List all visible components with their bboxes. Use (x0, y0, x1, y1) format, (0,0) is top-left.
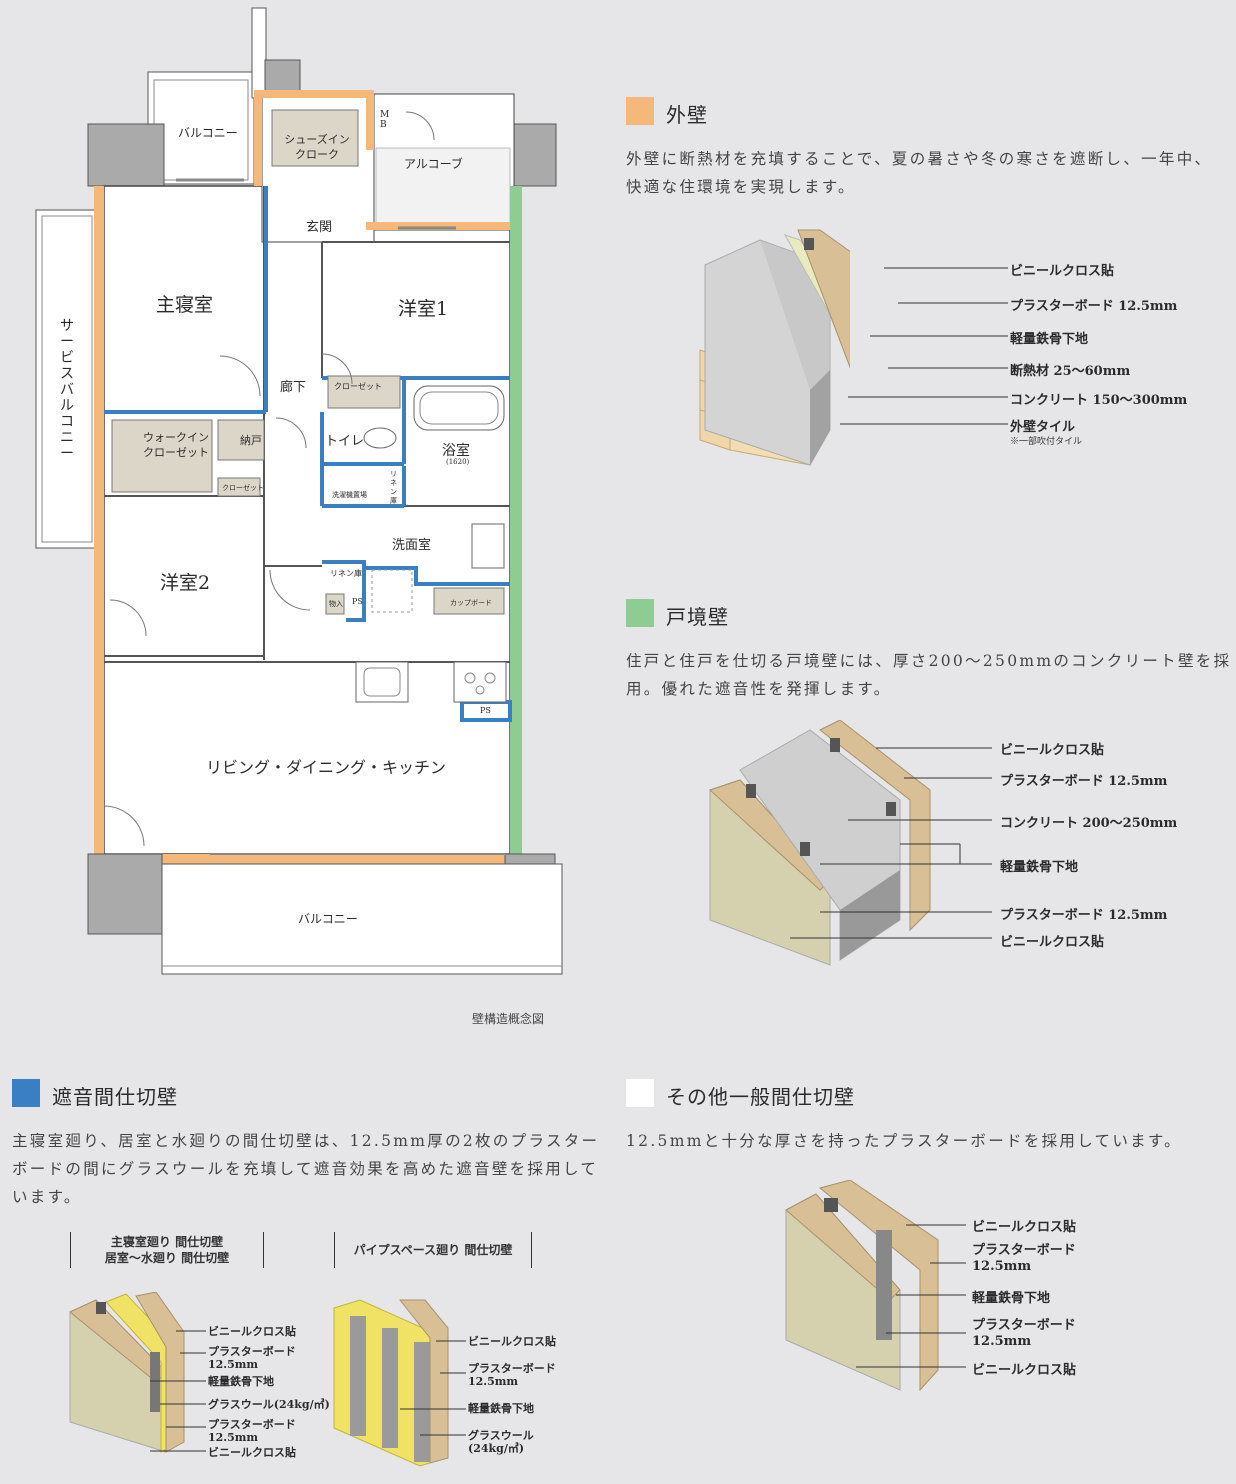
soundproof-a-label-1: ビニールクロス貼 (208, 1325, 296, 1338)
soundproof-body: 主寝室廻り、居室と水廻りの間仕切壁は、12.5mm厚の2枚のプラスターボードの間… (12, 1132, 600, 1206)
room-bathroom: 浴室 (442, 443, 470, 459)
exterior-label-3: 軽量鉄骨下地 (1010, 332, 1089, 347)
room-cupboard: カップボード (450, 599, 492, 607)
soundproof-a-title: 主寝室廻り 間仕切壁 居室〜水廻り 間仕切壁 (104, 1235, 230, 1265)
exterior-label-5: コンクリート 150〜300mm (1010, 393, 1188, 408)
room-bathroom-size: (1620) (446, 458, 470, 466)
general-label-2: プラスターボード 12.5mm (972, 1243, 1076, 1274)
soundproof-b-leaders (400, 1340, 466, 1436)
general-leaders (856, 1224, 966, 1368)
room-storage-small: 物入 (329, 600, 343, 608)
soundproof-b-title: パイプスペース廻り 間仕切壁 (353, 1243, 513, 1257)
room-closet-b: クローゼット (222, 484, 264, 492)
soundproof-swatch (12, 1079, 40, 1107)
general-label-3: 軽量鉄骨下地 (972, 1291, 1051, 1306)
boundary-label-5: プラスターボード 12.5mm (1000, 908, 1168, 923)
soundproof-a-title-box: 主寝室廻り 間仕切壁 居室〜水廻り 間仕切壁 (70, 1232, 264, 1268)
exterior-label-4: 断熱材 25〜60mm (1010, 364, 1131, 379)
exterior-swatch (626, 97, 654, 125)
room-ps-b: PS (480, 706, 491, 715)
room-service-balcony: サービスバルコニー (60, 318, 74, 462)
boundary-body: 住戸と住戸を仕切る戸境壁には、厚さ200〜250mmのコンクリート壁を採用。優れ… (626, 652, 1232, 698)
soundproof-a-label-4: グラスウール(24kg/㎥) (208, 1398, 330, 1411)
room-western-1: 洋室1 (398, 298, 449, 320)
exterior-body: 外壁に断熱材を充填することで、夏の暑さや冬の寒さを遮断し、一年中、快適な住環境を… (626, 150, 1213, 196)
room-ps-a: PS (352, 597, 363, 606)
soundproof-b-title-box: パイプスペース廻り 間仕切壁 (334, 1232, 532, 1268)
soundproof-b-label-2: プラスターボード 12.5mm (468, 1362, 556, 1388)
general-wall-diagram (785, 1180, 939, 1392)
soundproof-a-diagram (69, 1292, 185, 1453)
general-label-1: ビニールクロス貼 (972, 1220, 1077, 1235)
boundary-swatch (626, 599, 654, 627)
soundproof-a-label-3: 軽量鉄骨下地 (208, 1375, 274, 1388)
soundproof-a-leaders (150, 1330, 206, 1452)
room-balcony-top: バルコニー (178, 126, 238, 140)
soundproof-a-label-2: プラスターボード 12.5mm (208, 1345, 296, 1371)
soundproof-b-label-3: 軽量鉄骨下地 (468, 1402, 534, 1415)
boundary-label-4: 軽量鉄骨下地 (1000, 860, 1079, 875)
room-alcove: アルコーブ (404, 157, 463, 171)
boundary-leaders (790, 747, 992, 939)
room-master-bedroom: 主寝室 (156, 294, 214, 316)
room-shoes-in-closet: シューズイン クローク (284, 133, 350, 161)
exterior-label-2: プラスターボード 12.5mm (1010, 299, 1178, 314)
exterior-title: 外壁 (666, 103, 708, 127)
room-toilet: トイレ (325, 434, 365, 449)
general-label-4: プラスターボード 12.5mm (972, 1318, 1076, 1349)
room-entrance: 玄関 (306, 220, 333, 235)
exterior-label-1: ビニールクロス貼 (1010, 264, 1115, 279)
soundproof-b-label-4: グラスウール (24kg/㎥) (468, 1429, 534, 1455)
boundary-title: 戸境壁 (666, 605, 729, 629)
room-linen-a: リネン庫 (390, 470, 397, 505)
soundproof-b-label-1: ビニールクロス貼 (468, 1335, 556, 1348)
boundary-label-6: ビニールクロス貼 (1000, 935, 1105, 950)
exterior-note: ※一部吹付タイル (1010, 437, 1083, 447)
room-linen-b: リネン庫 (330, 569, 362, 578)
floorplan-caption: 壁構造概念図 (472, 1012, 545, 1026)
soundproof-title: 遮音間仕切壁 (52, 1085, 178, 1109)
room-storage: 納戸 (240, 434, 262, 447)
room-hallway: 廊下 (280, 380, 307, 395)
exterior-leaders (840, 267, 1008, 425)
general-body: 12.5mmと十分な厚さを持ったプラスターボードを採用しています。 (626, 1132, 1182, 1150)
floor-plan (35, 7, 563, 975)
general-swatch (626, 1079, 654, 1107)
room-laundry-space: 洗濯機置場 (332, 491, 367, 499)
room-washroom: 洗面室 (392, 538, 432, 553)
room-mb: M B (380, 110, 390, 130)
general-label-5: ビニールクロス貼 (972, 1363, 1077, 1378)
room-walk-in-closet: ウォークイン クローゼット (143, 431, 209, 459)
exterior-label-6: 外壁タイル (1010, 420, 1076, 435)
exterior-wall-diagram (699, 229, 850, 466)
room-ldk: リビング・ダイニング・キッチン (206, 758, 447, 777)
room-western-2: 洋室2 (160, 572, 211, 594)
room-closet-a: クローゼット (334, 382, 382, 391)
general-title: その他一般間仕切壁 (666, 1085, 855, 1109)
boundary-label-2: プラスターボード 12.5mm (1000, 774, 1168, 789)
boundary-label-3: コンクリート 200〜250mm (1000, 816, 1178, 831)
soundproof-a-label-5: プラスターボード 12.5mm (208, 1418, 296, 1444)
soundproof-a-label-6: ビニールクロス貼 (208, 1446, 296, 1459)
room-balcony-bottom: バルコニー (298, 912, 358, 926)
boundary-label-1: ビニールクロス貼 (1000, 743, 1105, 758)
